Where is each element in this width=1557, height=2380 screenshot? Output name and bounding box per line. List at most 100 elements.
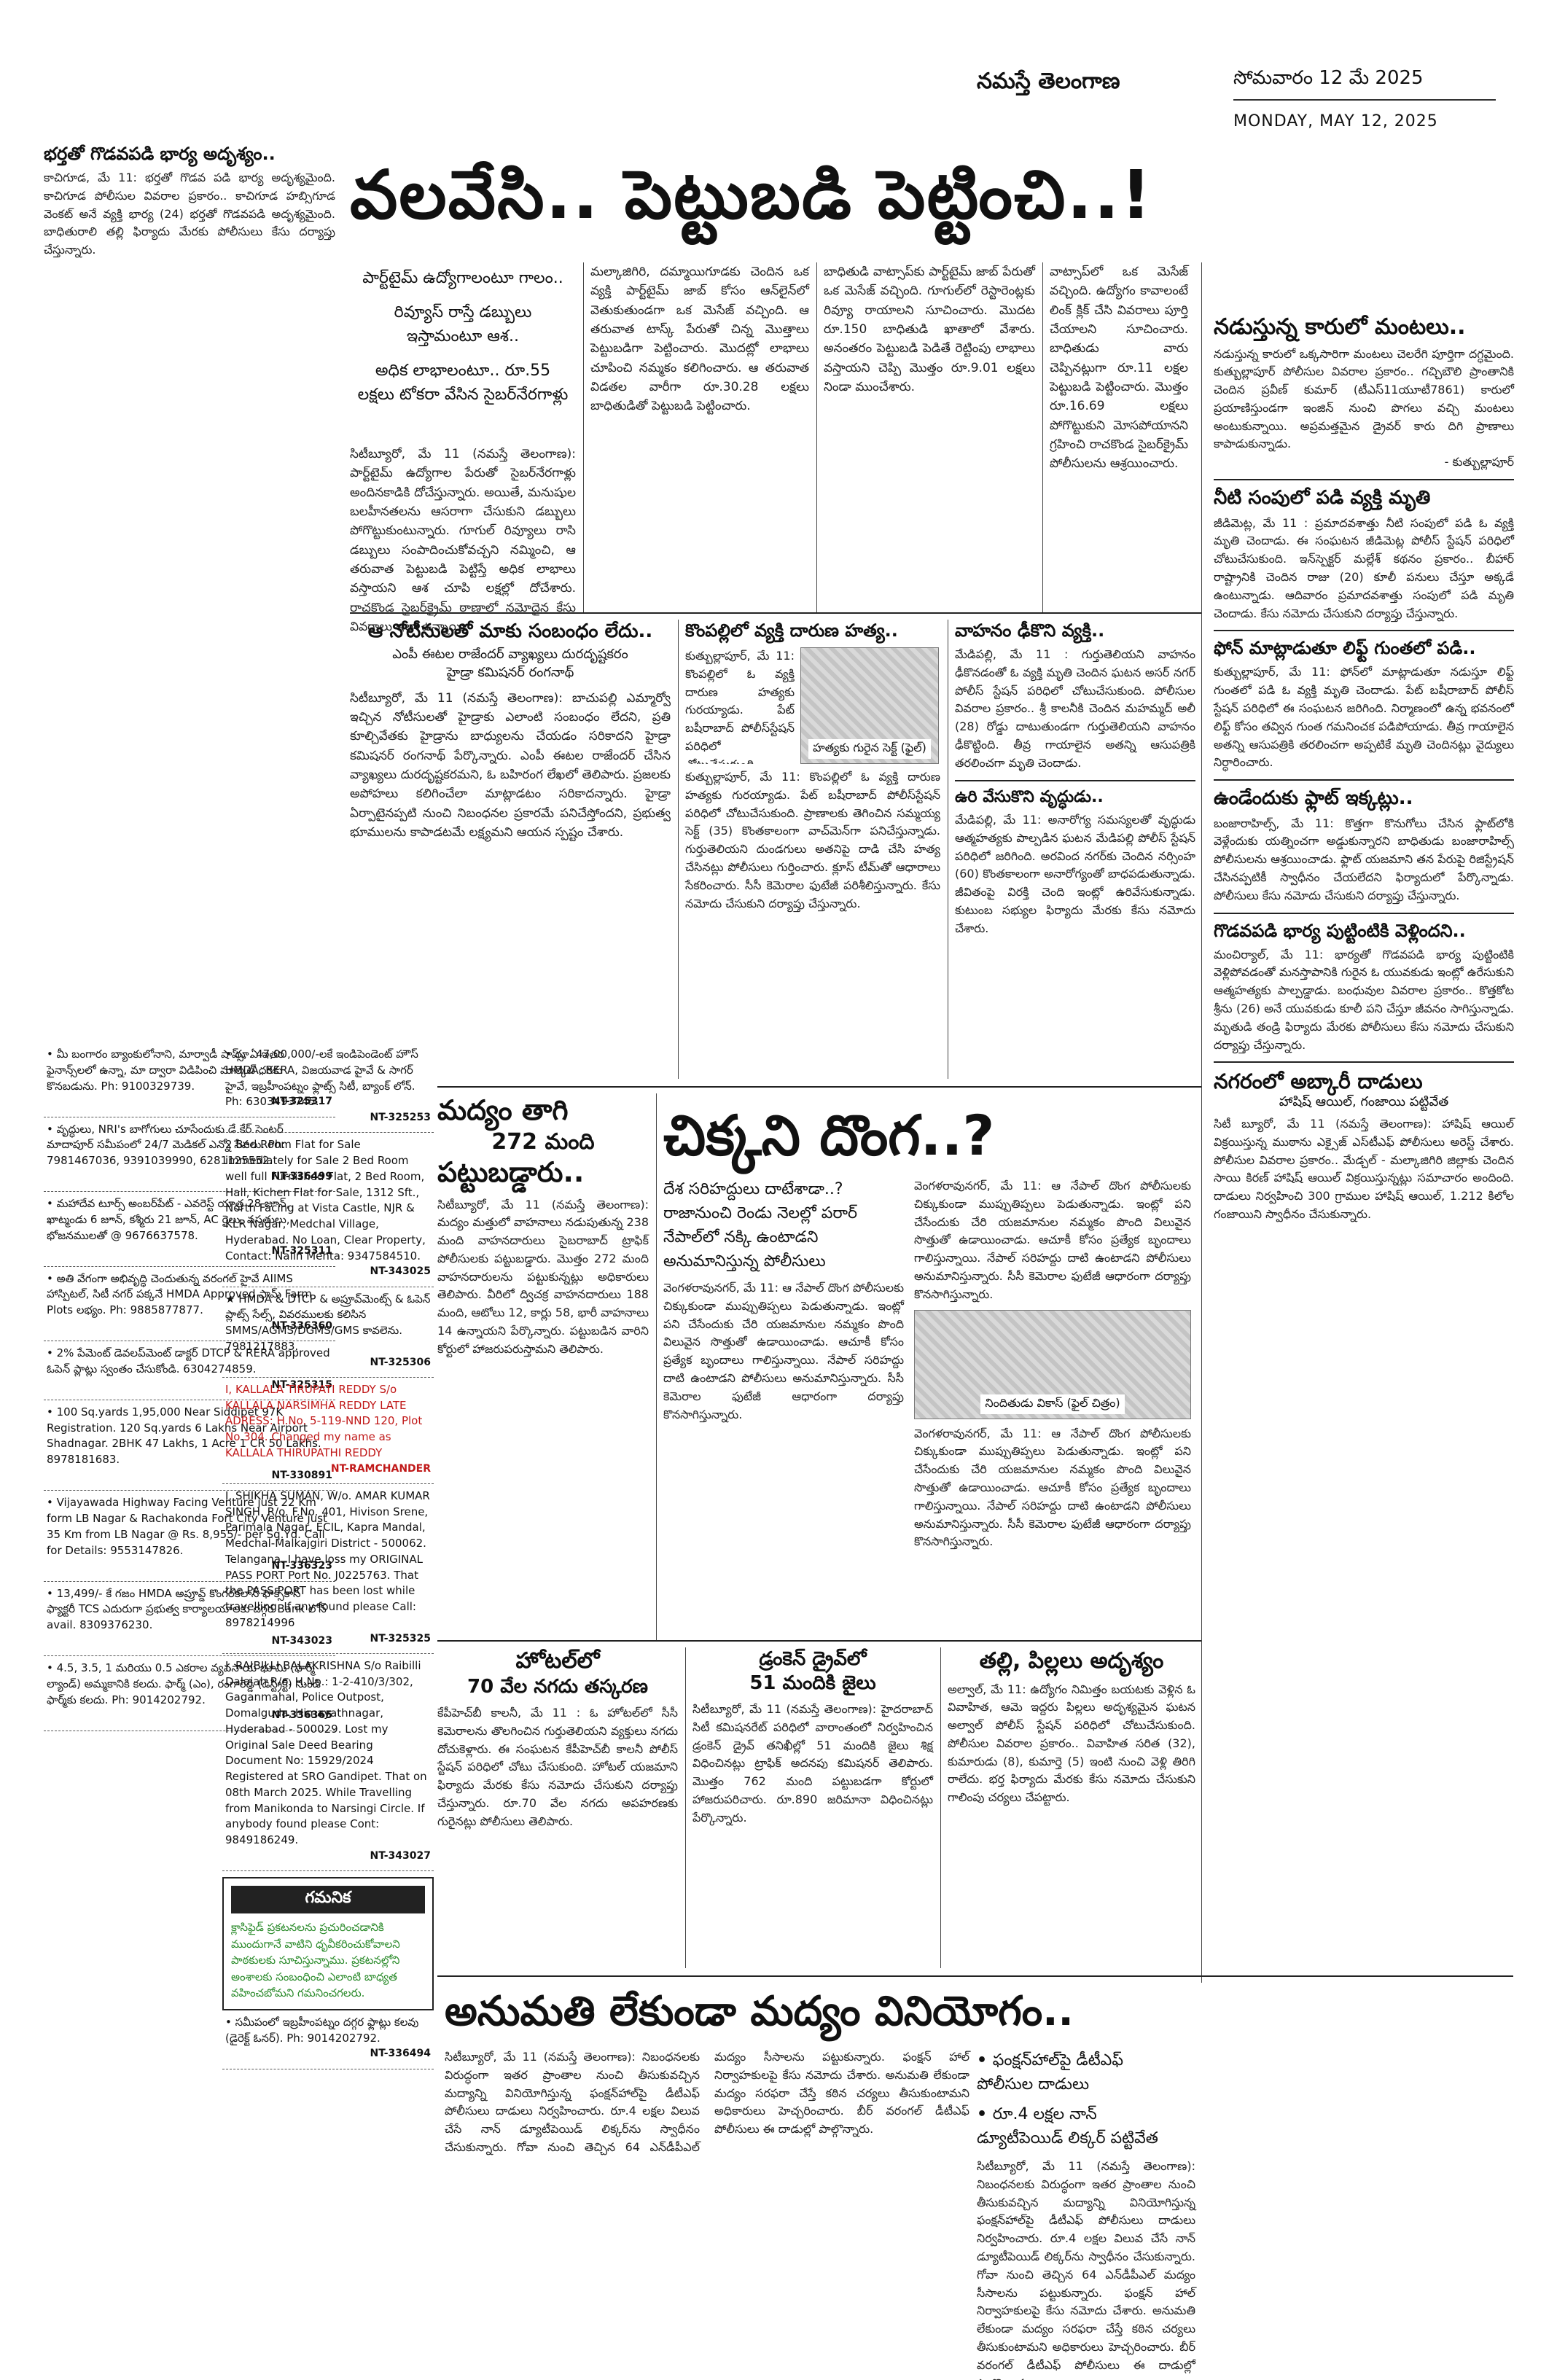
kicker-2: రాజానుంచి రెండు నెలల్లో పరార్ bbox=[663, 1204, 858, 1222]
subhead: హాషిష్ ఆయిల్, గంజాయి పట్టివేత bbox=[1279, 1094, 1449, 1110]
classified-ad: • 100 Sq.yards 1,95,000 Near Siddipet 97… bbox=[44, 1400, 335, 1491]
story-drunk-driving: మద్యం తాగి 272 మంది పట్టుబడ్డారు.. సిటీబ… bbox=[437, 1093, 649, 1359]
story-body: అల్వాల్, మే 11: ఉద్యోగం నిమిత్తం బయటకు వ… bbox=[948, 1682, 1195, 1805]
headline: తల్లి, పిల్లలు అదృశ్యం bbox=[979, 1648, 1164, 1674]
row-divider bbox=[437, 1640, 1201, 1642]
story-car-fire: నడుస్తున్న కారులో మంటలు.. నడుస్తున్న కార… bbox=[1214, 313, 1514, 472]
row-divider bbox=[350, 612, 1201, 614]
headline: చిక్కని దొంగ..? bbox=[663, 1103, 995, 1168]
notice-title: గమనిక bbox=[231, 1886, 425, 1914]
lead-kickers: పార్ట్‌టైమ్ ఉద్యోగాలంటూ గాలం.. రివ్యూస్ … bbox=[350, 266, 576, 407]
headline: భర్తతో గొడవపడి భార్య అదృశ్యం.. bbox=[44, 144, 276, 164]
headline-1: డ్రంకెన్ డ్రైవ్‌లో bbox=[759, 1648, 867, 1670]
suspect-photo: నిందితుడు వికాస్ (ఫైల్ చిత్రం) bbox=[914, 1309, 1191, 1419]
headline: ఉండేందుకు ఫ్లాట్ ఇక్కట్లు.. bbox=[1214, 787, 1413, 810]
classifieds-mid: • రూ. 47,00,000/-లకే ఇండిపెండెంట్ హౌస్ H… bbox=[222, 1042, 434, 2069]
story-thief: చిక్కని దొంగ..? దేశ సరిహద్దులు దాటేశాడా.… bbox=[663, 1101, 1203, 1551]
story-body: మంచిర్యాల్, మే 11: భార్యతో గొడవపడి భార్య… bbox=[1214, 947, 1514, 1052]
lead-col-4: వాట్సాప్‌లో ఒక మెసేజ్ వచ్చింది. ఉద్యోగం … bbox=[1050, 265, 1188, 472]
kicker-5: లక్షలు టోకరా వేసిన సైబర్‌నేరగాళ్లు bbox=[357, 386, 569, 404]
story-sump: నీటి సంపులో పడి వ్యక్తి మృతి జీడిమెట్ల, … bbox=[1214, 479, 1514, 623]
divider bbox=[816, 262, 817, 612]
masthead: నమస్తే తెలంగాణ సోమవారం 12 మే 2025 MONDAY… bbox=[44, 42, 1513, 144]
kicker-3: ఇస్తామంటూ ఆశ.. bbox=[407, 327, 519, 346]
liquor-headline: అనుమతి లేకుండా మద్యం వినియోగం.. bbox=[445, 1988, 1074, 2035]
story-body: బంజారాహిల్స్, మే 11: కొత్తగా కొనుగోలు చే… bbox=[1214, 816, 1514, 902]
story-body: కాచిగూడ, మే 11: భర్తతో గొడవ పడి భార్య అద… bbox=[44, 171, 335, 257]
kicker-2: రివ్యూస్ రాస్తే డబ్బులు bbox=[394, 303, 532, 321]
notice-text: క్లాసిఫైడ్ ప్రకటనలను ప్రచురించడానికి ముం… bbox=[231, 1921, 400, 2000]
story-wife-missing: భర్తతో గొడవపడి భార్య అదృశ్యం.. కాచిగూడ, … bbox=[44, 143, 335, 260]
lead-headline: వలవేసి.. పెట్టుబడి పెట్టించి..! bbox=[350, 156, 1153, 234]
story-body-cont-2: వెంగళరావునగర్, మే 11: ఆ నేపాల్ దొంగ పోలీ… bbox=[914, 1426, 1191, 1549]
story-body-lead: కుత్బుల్లాపూర్, మే 11: కొంపల్లిలో ఓ వ్యక… bbox=[685, 649, 795, 764]
story-body: జీడిమెట్ల, మే 11 : ప్రమాదవశాత్తు నీటి సం… bbox=[1214, 515, 1514, 620]
date-english: MONDAY, MAY 12, 2025 bbox=[1233, 112, 1438, 130]
row-divider bbox=[437, 1975, 1513, 1977]
kicker-2b: డ్యూటీపెయిడ్ లిక్కర్ పట్టివేత bbox=[977, 2129, 1158, 2147]
classified-ad: • వృద్ధులు, NRI's బాగోగులు చూసేందుకు డే … bbox=[44, 1117, 335, 1193]
story-gowda: గొడవపడి భార్య పుట్టింటికి వెళ్లిందని.. మ… bbox=[1214, 912, 1514, 1055]
classified-ad: • మీ బంగారం బ్యాంకులోనాని, మార్వాడీ షాప్… bbox=[44, 1042, 335, 1117]
headline-1: మద్యం తాగి bbox=[437, 1094, 569, 1126]
divider bbox=[583, 262, 584, 612]
story-body: మేడిపల్లి, మే 11: అనారోగ్య సమస్యలతో వృద్… bbox=[955, 813, 1195, 935]
kicker-1: దేశ సరిహద్దులు దాటేశాడా..? bbox=[663, 1180, 843, 1198]
headline: ఫోన్ మాట్లాడుతూ లిఫ్ట్ గుంతలో పడి.. bbox=[1214, 638, 1476, 659]
divider bbox=[685, 1647, 686, 1968]
classified-ad: • రూ. 47,00,000/-లకే ఇండిపెండెంట్ హౌస్ H… bbox=[222, 1042, 434, 1134]
spacer bbox=[175, 1042, 176, 2026]
classifieds-notice: గమనిక క్లాసిఫైడ్ ప్రకటనలను ప్రచురించడాని… bbox=[222, 1877, 434, 2010]
story-body: కుత్బుల్లాపూర్, మే 11: కొంపల్లిలో ఓ వ్యక… bbox=[685, 770, 940, 910]
classified-ad: • అతి వేగంగా అభివృద్ధి చెందుతున్న వరంగల్… bbox=[44, 1267, 335, 1342]
story-family-missing: తల్లి, పిల్లలు అదృశ్యం అల్వాల్, మే 11: ఉ… bbox=[948, 1647, 1195, 1807]
subhead-2: హైడ్రా కమిషనర్ రంగనాథ్ bbox=[446, 664, 574, 680]
kicker-3: నేపాల్‌లో నక్కి ఉంటాడని bbox=[663, 1228, 819, 1246]
photo-caption: హత్యకు గురైన సెక్ట్ (ఫైల్) bbox=[808, 739, 931, 759]
classified-ad: 2 Bed Room Flat for Sale immediately for… bbox=[222, 1133, 434, 1287]
story-vehicle: వాహనం ఢీకొని వ్యక్తి.. మేడిపల్లి, మే 11 … bbox=[955, 620, 1195, 938]
victim-photo: హత్యకు గురైన సెక్ట్ (ఫైల్) bbox=[800, 647, 939, 764]
classified-ad: I, KALLALA TIRUPATI REDDY S/o KALLALA NA… bbox=[222, 1378, 434, 1484]
classified-ad: • 13,499/- కే గజం HMDA అప్రూవ్డ్ కొంగరకల… bbox=[44, 1582, 335, 1657]
classifieds-left: • మీ బంగారం బ్యాంకులోనాని, మార్వాడీ షాప్… bbox=[44, 1042, 335, 1731]
divider bbox=[1042, 262, 1043, 612]
kicker-2: రూ.4 లక్షల నాన్ bbox=[977, 2102, 1195, 2126]
lead-col-1: సిటీబ్యూరో, మే 11 (నమస్తే తెలంగాణ): పార్… bbox=[350, 447, 576, 635]
photo-caption: నిందితుడు వికాస్ (ఫైల్ చిత్రం) bbox=[980, 1394, 1125, 1414]
liquor-body: సిటీబ్యూరో, మే 11 (నమస్తే తెలంగాణ): నిబం… bbox=[445, 2050, 969, 2154]
liquor-body-cont: సిటీబ్యూరో, మే 11 (నమస్తే తెలంగాణ): నిబం… bbox=[977, 2159, 1195, 2380]
headline: వాహనం ఢీకొని వ్యక్తి.. bbox=[955, 620, 1105, 641]
classified-ad: I, SHIKHA SUMAN, W/o. AMAR KUMAR SINGH, … bbox=[222, 1484, 434, 1654]
liquor-kickers: ఫంక్షన్‌హాల్‌పై డీటీఎఫ్ పోలీసుల దాడులు ర… bbox=[977, 2048, 1195, 2150]
kicker-4: అధిక లాభాలంటూ.. రూ.55 bbox=[375, 362, 551, 380]
headline: నీటి సంపులో పడి వ్యక్తి మృతి bbox=[1214, 487, 1431, 510]
kicker-1: ఫంక్షన్‌హాల్‌పై డీటీఎఫ్ bbox=[977, 2048, 1195, 2072]
right-column: నడుస్తున్న కారులో మంటలు.. నడుస్తున్న కార… bbox=[1214, 313, 1514, 1224]
divider bbox=[940, 1647, 941, 1968]
story-body: సిటీబ్యూరో, మే 11 (నమస్తే తెలంగాణ): బాచు… bbox=[350, 690, 671, 840]
story-body: కుత్బుల్లాపూర్, మే 11: ఫోన్‌లో మాట్లాడుత… bbox=[1214, 665, 1514, 770]
story-murder: కొంపల్లిలో వ్యక్తి దారుణ హత్య.. కుత్బుల్… bbox=[685, 620, 940, 913]
story-drunken-drive: డ్రంకెన్ డ్రైవ్‌లో 51 మందికి జైలు సిటీబ్… bbox=[692, 1647, 933, 1827]
masthead-rule bbox=[1233, 99, 1496, 101]
story-flat: ఉండేందుకు ఫ్లాట్ ఇక్కట్లు.. బంజారాహిల్స్… bbox=[1214, 779, 1514, 905]
classified-ad: • 2% పేమెంట్ డెవలప్‌మెంట్ డాక్టర్ DTCP &… bbox=[44, 1341, 335, 1400]
classified-ad: • మహాదేవ టూర్స్ అంబర్‌పేట్ - ఎవరెస్ట్ యా… bbox=[44, 1192, 335, 1267]
divider bbox=[656, 1093, 657, 1640]
headline: కొంపల్లిలో వ్యక్తి దారుణ హత్య.. bbox=[685, 620, 898, 641]
headline: ఆ నోటీసులతో మాకు సంబంధం లేదు.. bbox=[367, 620, 653, 642]
headline-2: 272 మంది bbox=[491, 1128, 595, 1155]
newspaper-brand: నమస్తే తెలంగాణ bbox=[977, 69, 1120, 94]
headline-1: హోటల్‌లో bbox=[515, 1648, 600, 1674]
classified-ad: • Vijayawada Highway Facing Venture just… bbox=[44, 1491, 335, 1582]
story-excise: నగరంలో అబ్కారీ దాడులు హాషిష్ ఆయిల్, గంజా… bbox=[1214, 1061, 1514, 1223]
divider bbox=[1201, 262, 1202, 1983]
date-telugu: సోమవారం 12 మే 2025 bbox=[1233, 67, 1424, 89]
story-body: మేడిపల్లి, మే 11 : గుర్తుతెలియని వాహనం ఢ… bbox=[955, 647, 1195, 770]
story-body-cont: వెంగళరావునగర్, మే 11: ఆ నేపాల్ దొంగ పోలీ… bbox=[914, 1179, 1191, 1301]
classified-ad: I, RAIBILLI BALAKRISHNA S/o Raibilli Dal… bbox=[222, 1654, 434, 1872]
kicker-1: పార్ట్‌టైమ్ ఉద్యోగాలంటూ గాలం.. bbox=[362, 269, 563, 287]
headline-3: పట్టుబడ్డారు.. bbox=[437, 1156, 585, 1188]
story-old-man: ఉరి వేసుకొని వృద్ధుడు.. మేడిపల్లి, మే 11… bbox=[955, 779, 1195, 938]
